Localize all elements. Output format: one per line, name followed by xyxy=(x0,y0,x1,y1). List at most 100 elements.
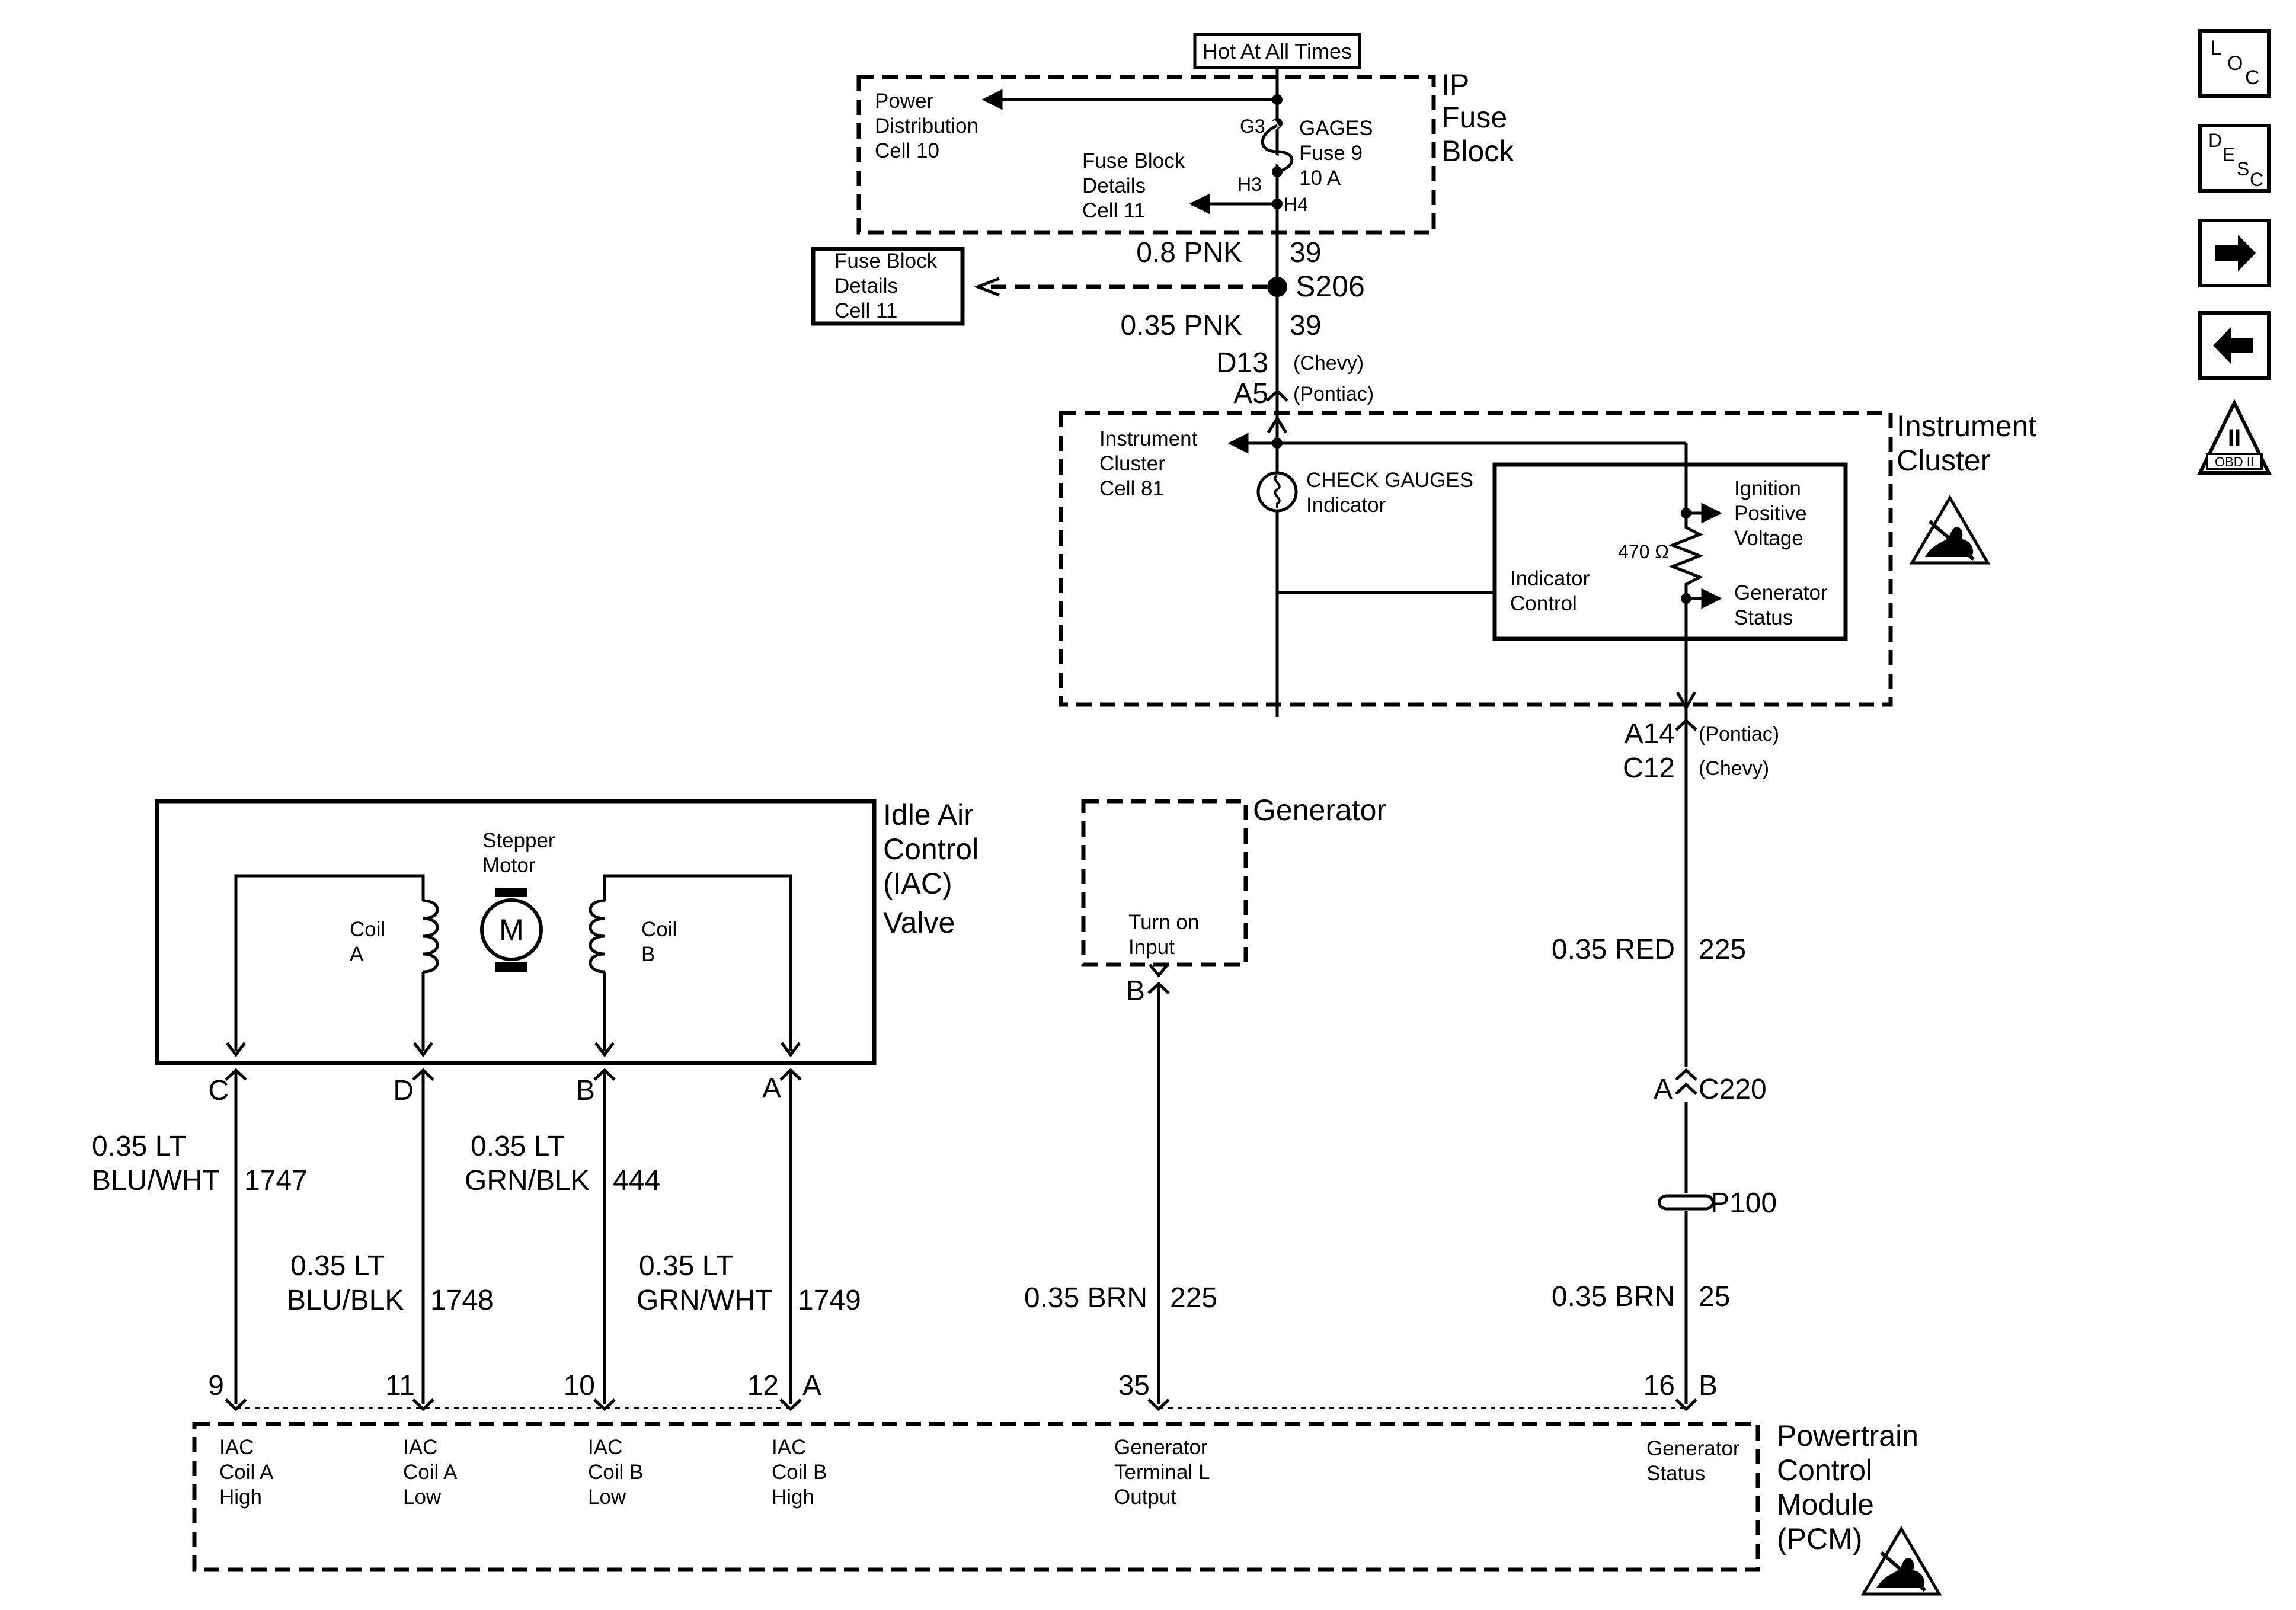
pcm-connector-b-label: B xyxy=(1699,1370,1718,1401)
iac-pin-c-arrow xyxy=(226,1042,246,1058)
svg-text:IAC: IAC xyxy=(772,1436,806,1459)
fuse-block-details-box xyxy=(811,247,965,326)
svg-text:Block: Block xyxy=(1441,135,1514,168)
ignition-positive-voltage-label: Ignition Positive Voltage xyxy=(1734,477,1807,550)
coil-a-label: Coil A xyxy=(350,918,385,966)
iac-pin-a: A xyxy=(762,1073,781,1104)
svg-text:Cluster: Cluster xyxy=(1099,452,1165,475)
svg-text:Indicator: Indicator xyxy=(1306,494,1386,517)
instrument-cluster-title: Instrument Cluster xyxy=(1897,409,2036,477)
svg-text:Fuse Block: Fuse Block xyxy=(834,249,938,273)
indicator-control-wire xyxy=(1275,511,1495,594)
svg-text:Generator: Generator xyxy=(1114,1436,1208,1459)
svg-text:C: C xyxy=(2245,66,2260,89)
esd-sensitive-icon-cluster xyxy=(1912,498,1988,563)
hot-at-all-times-label: Hot At All Times xyxy=(1193,33,1361,69)
pcm-pin-10: 10 xyxy=(564,1370,595,1401)
h4-junction-dot xyxy=(1272,199,1283,209)
svg-text:Details: Details xyxy=(1082,174,1146,197)
connector-c220-upper xyxy=(1675,1068,1697,1081)
svg-text:Positive: Positive xyxy=(1734,502,1807,525)
check-gauges-label: CHECK GAUGES Indicator xyxy=(1306,469,1473,517)
wire-1749-label: 0.35 LT GRN/WHT 1749 xyxy=(637,1250,861,1316)
svg-text:Status: Status xyxy=(1734,606,1793,629)
ip-fuse-block-title: IP Fuse Block xyxy=(1441,68,1514,168)
svg-text:Fuse Block: Fuse Block xyxy=(1082,149,1185,172)
connector-a5-symbol xyxy=(1266,389,1288,402)
coil-b-label: Coil B xyxy=(641,918,677,966)
g3-junction-dot xyxy=(1272,94,1283,105)
fuse-block-details-inner-ref: Fuse Block Details Cell 11 xyxy=(1082,149,1185,222)
connector-d13-chevy-note: (Chevy) xyxy=(1293,352,1364,375)
svg-text:CHECK GAUGES: CHECK GAUGES xyxy=(1306,469,1473,492)
pin-g3: G3 xyxy=(1240,116,1265,137)
cluster-junction-dot xyxy=(1272,438,1283,449)
svg-text:Low: Low xyxy=(403,1486,442,1509)
svg-text:GAGES: GAGES xyxy=(1299,117,1373,140)
svg-text:0.35 LT: 0.35 LT xyxy=(639,1250,733,1282)
svg-text:C: C xyxy=(2250,169,2263,190)
svg-text:High: High xyxy=(219,1486,262,1509)
svg-text:0.35 LT: 0.35 LT xyxy=(92,1131,186,1162)
svg-text:Stepper: Stepper xyxy=(482,829,555,852)
svg-text:Generator: Generator xyxy=(1646,1437,1740,1460)
pcm-box xyxy=(192,1422,1760,1572)
pcm-pin-16: 16 xyxy=(1643,1370,1675,1401)
turn-on-input-label: Turn on Input xyxy=(1128,911,1199,959)
svg-text:Control: Control xyxy=(1777,1454,1872,1487)
svg-text:GRN/WHT: GRN/WHT xyxy=(637,1285,772,1316)
coil-a-high-wire xyxy=(234,874,425,1051)
resistor-470-symbol xyxy=(1668,513,1704,598)
gages-fuse-symbol xyxy=(1261,124,1294,174)
fuse-block-details-ref: Fuse Block Details Cell 11 xyxy=(834,249,938,322)
pcm-pin-12: 12 xyxy=(747,1370,779,1401)
svg-text:M: M xyxy=(499,913,524,946)
previous-page-arrow-icon[interactable] xyxy=(2198,311,2271,380)
svg-text:1747: 1747 xyxy=(244,1165,308,1196)
svg-text:Ignition: Ignition xyxy=(1734,477,1801,500)
iac-valve-title: Idle Air Control (IAC) Valve xyxy=(883,798,978,939)
svg-text:II: II xyxy=(2228,425,2241,451)
pass-through-p100-label: P100 xyxy=(1710,1188,1777,1219)
next-page-arrow-icon[interactable] xyxy=(2198,219,2271,287)
svg-text:Terminal L: Terminal L xyxy=(1114,1461,1210,1484)
svg-text:Instrument: Instrument xyxy=(1099,427,1198,450)
svg-text:10 A: 10 A xyxy=(1299,167,1341,190)
svg-text:Status: Status xyxy=(1646,1462,1705,1485)
svg-text:D: D xyxy=(2208,130,2222,151)
connector-a5-pontiac-note: (Pontiac) xyxy=(1293,383,1374,405)
svg-text:B: B xyxy=(641,943,655,966)
svg-text:Voltage: Voltage xyxy=(1734,527,1803,550)
stepper-motor-icon: M xyxy=(480,888,543,972)
obd-ii-icon[interactable]: II OBD II xyxy=(2197,399,2272,475)
connector-c220-label: C220 xyxy=(1699,1074,1767,1105)
svg-text:Coil B: Coil B xyxy=(588,1461,643,1484)
connector-input-arrow xyxy=(1267,415,1288,434)
splice-s206-dot xyxy=(1267,277,1287,297)
svg-text:Cell 11: Cell 11 xyxy=(834,299,897,322)
description-icon[interactable]: D E S C xyxy=(2198,124,2271,193)
wire-035-red: 0.35 RED xyxy=(1552,934,1675,965)
svg-text:BLU/BLK: BLU/BLK xyxy=(287,1285,404,1316)
svg-text:Turn on: Turn on xyxy=(1128,911,1199,934)
pcm-pin-35-symbol xyxy=(1147,1398,1170,1411)
svg-text:S: S xyxy=(2237,158,2249,180)
svg-text:Coil: Coil xyxy=(350,918,385,941)
svg-text:IAC: IAC xyxy=(588,1436,622,1459)
iac-pin-b-arrow xyxy=(594,1042,615,1058)
location-icon[interactable]: L O C xyxy=(2198,29,2271,98)
svg-text:Indicator: Indicator xyxy=(1510,567,1590,590)
connector-c220-lower xyxy=(1675,1082,1697,1095)
pcm-pin-10-symbol xyxy=(593,1398,616,1411)
svg-text:L: L xyxy=(2211,37,2222,59)
svg-text:Coil A: Coil A xyxy=(219,1461,274,1484)
connector-c12: C12 xyxy=(1623,753,1675,784)
pcm-pin-16-symbol xyxy=(1675,1398,1697,1411)
svg-text:Coil B: Coil B xyxy=(772,1461,827,1484)
cluster-module-box xyxy=(1492,462,1848,641)
svg-text:Input: Input xyxy=(1128,936,1175,959)
pcm-pin-11: 11 xyxy=(385,1370,415,1401)
instrument-cluster-cell-ref: Instrument Cluster Cell 81 xyxy=(1099,427,1198,500)
splice-s206-label: S206 xyxy=(1296,270,1365,303)
svg-text:Coil A: Coil A xyxy=(403,1461,458,1484)
